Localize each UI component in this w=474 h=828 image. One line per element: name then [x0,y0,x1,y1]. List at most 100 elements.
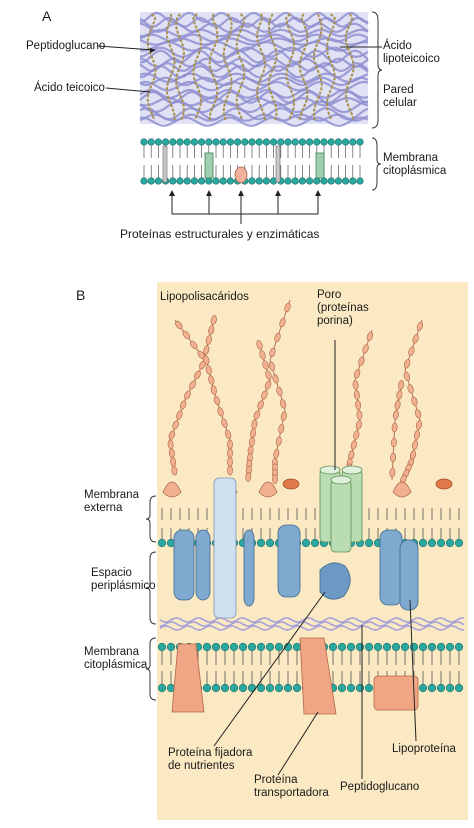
phospholipid-head [306,177,314,185]
label-cytoplasmic-membrane-b: Membrana citoplásmica [84,646,148,671]
phospholipid-head [310,538,320,548]
lps-sugar [189,380,196,390]
phospholipid-head [313,138,321,146]
arrow-head [275,190,281,196]
phospholipid-head [436,642,446,652]
outer-membrane-protein [277,524,301,598]
peptidoglycan-strand [139,100,369,114]
panel-b-leader-lines [213,340,417,779]
label-periplasmic-space: Espacio periplásmico [91,567,156,592]
teichoic-acid-strand [208,13,219,121]
outer-membrane-bracket [145,495,157,543]
phospholipid-head [229,683,239,693]
peptidoglycan-strand [139,88,369,99]
phospholipid-head [334,177,343,185]
phospholipid-head [248,177,256,185]
phospholipid-head [162,138,170,146]
panel-a-drawing [97,11,383,224]
phospholipid-head [313,177,321,185]
peptidoglycan-strand [139,49,369,64]
phospholipid-head [248,138,256,146]
phospholipid-head [454,538,464,548]
phospholipid-head [292,683,302,693]
lipoteichoic-anchor [162,145,168,183]
panel-a-membrane [140,138,364,185]
porin-opening [330,475,352,485]
lps-sugar [416,321,424,331]
lps-sugar [176,410,183,420]
lps-sugar [205,365,212,375]
lps-sugar [389,467,396,478]
lps-sugar [179,400,187,410]
arrow-head [206,190,212,196]
phospholipid-head [205,138,213,146]
lps-sugar [205,335,212,345]
peptidoglycan-strand [139,22,369,34]
phospholipid-head [247,683,257,693]
phospholipid-head [256,538,266,548]
phospholipid-head [190,138,198,146]
arrow-head [169,190,175,196]
phospholipid-head [211,642,221,652]
teichoic-acid-strand [298,13,309,121]
label-transport-protein: Proteína transportadora [254,774,329,799]
lps-sugar [203,355,210,365]
phospholipid-head [226,177,234,185]
label-cytoplasmic-membrane-a: Membrana citoplásmica [383,152,447,177]
panel-b-brackets [145,495,157,701]
lipoprotein-head [435,478,453,490]
teichoic-acid-strand [192,13,203,121]
peptidoglycan-layer [159,616,465,624]
lps-sugar [203,345,210,355]
peptidoglycan-strand [139,46,369,59]
lipoteichoic-anchor [275,145,281,183]
lps-sugar [279,317,286,328]
phospholipid-head [169,177,177,185]
phospholipid-head [436,538,446,548]
arrow-head [238,190,244,196]
lps-sugar [221,418,228,428]
panel-b-drawing [145,282,468,820]
phospholipid-head [274,642,284,652]
phospholipid-head [320,138,328,146]
phospholipid-head [436,683,446,693]
phospholipid-head [418,538,428,548]
phospholipid-head [238,642,248,652]
lipoprotein-anchor [373,675,419,711]
enzymatic-protein [234,166,248,184]
lps-sugar [352,380,359,390]
phospholipid-head [355,683,365,693]
porin-opening [341,465,363,475]
lps-sugar [268,361,276,371]
phospholipid-head [382,642,392,652]
phospholipid-head [418,642,428,652]
lipid-a [162,481,182,498]
lps-sugar [210,385,217,395]
lps-sugar [264,380,272,390]
phospholipid-head [356,177,364,185]
lps-sugar [253,410,261,420]
phospholipid-head [219,138,227,146]
phospholipid-head [262,177,271,185]
lps-sugar [272,474,278,485]
lps-sugar [416,420,422,430]
phospholipid-head [418,683,428,693]
phospholipid-head [373,642,383,652]
lps-sugar [390,437,397,448]
lps-sugar [182,330,191,340]
phospholipid-head [342,138,350,146]
cell-wall-bracket [371,11,383,129]
phospholipid-head [427,642,437,652]
lps-sugar [403,371,411,381]
lps-sugar [284,302,291,313]
panel-a-brackets [371,11,383,191]
lps-sugar [213,395,221,406]
lps-sugar [171,465,178,476]
teichoic-acid-strand [267,13,278,121]
lps-sugar [274,332,281,343]
lps-sugar [194,370,201,380]
peptidoglycan-strand [139,61,369,73]
phospholipid-head [226,138,234,146]
phospholipid-head [212,138,220,146]
